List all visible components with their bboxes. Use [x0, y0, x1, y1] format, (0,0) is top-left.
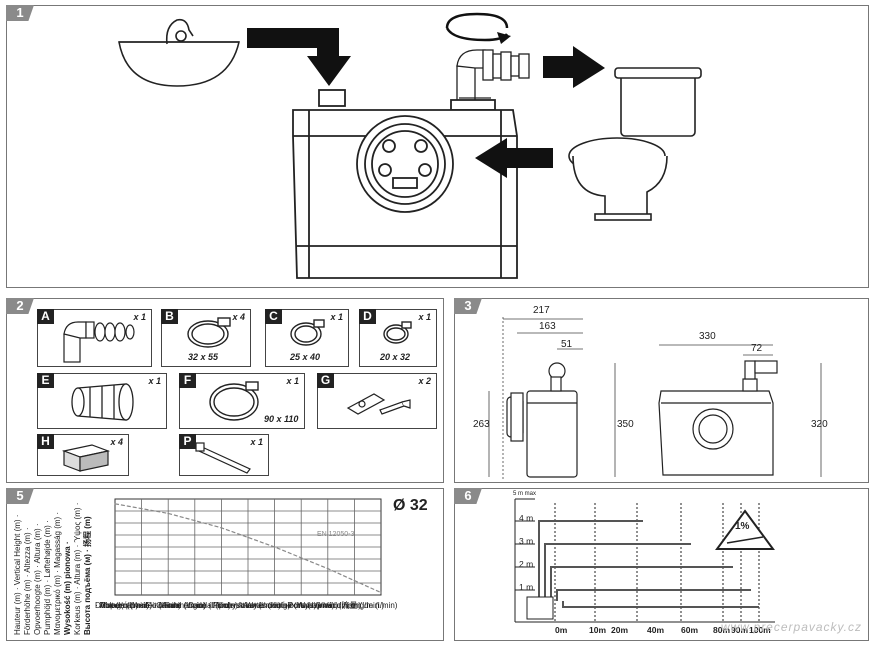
panel-number: 6	[454, 488, 482, 504]
part-b: B x 4 32 x 55	[161, 309, 251, 367]
panel-performance-chart: 5 Hauteur (m) · Vertical Height (m) · Fö…	[6, 488, 444, 641]
part-g: G x 2	[317, 373, 437, 429]
panel-dimensions: 3 21	[454, 298, 869, 483]
dim-330: 330	[699, 331, 716, 342]
outlet-pipe	[456, 49, 530, 105]
hose-clamp-icon	[383, 321, 412, 344]
inflow-arrow	[247, 28, 351, 86]
part-c: C x 1 25 x 40	[265, 309, 349, 367]
chart-point	[353, 579, 356, 582]
chart-point	[247, 536, 249, 539]
dim-163: 163	[539, 321, 556, 332]
part-f: F x 1 90 x 110	[179, 373, 305, 429]
chart-point	[380, 591, 382, 594]
chart-point	[167, 512, 169, 515]
dim-263: 263	[473, 419, 490, 430]
chart-point	[220, 527, 223, 529]
dimension-drawing	[488, 317, 822, 479]
foam-pad-icon	[61, 444, 111, 472]
cable-tie-icon	[195, 442, 251, 474]
chart-point	[300, 557, 303, 559]
hose-clamp-icon	[187, 317, 231, 348]
slope-label: 1%	[735, 521, 750, 532]
chart-series-label: EN 12050-3	[317, 531, 355, 538]
dim-350: 350	[617, 419, 634, 430]
panel-installation: 1	[6, 5, 869, 288]
panel-number: 5	[6, 488, 34, 504]
height-4m: 4 m	[519, 513, 534, 523]
panel-number: 1	[6, 5, 34, 21]
sink-icon	[118, 18, 241, 87]
chart-point	[273, 546, 276, 548]
chart-diameter: Ø 32	[393, 497, 428, 514]
rubber-sleeve-icon	[71, 383, 134, 421]
elbow-connector-icon	[63, 321, 135, 363]
fixing-bracket-icon	[346, 393, 411, 415]
side-inlet-arrow	[475, 138, 553, 178]
part-h: H x 4	[37, 434, 129, 476]
chart-point	[114, 503, 116, 505]
toilet-icon	[568, 67, 702, 221]
discharge-diagram	[514, 498, 775, 623]
pump-unit	[292, 89, 518, 279]
flow-chart	[114, 498, 382, 596]
pump-unit-icon	[526, 596, 554, 620]
panel-number: 2	[6, 298, 34, 314]
height-1m: 1 m	[519, 582, 534, 592]
panel-discharge-limits: 6 5 m max	[454, 488, 869, 641]
watermark: www.precerpavacky.cz	[720, 620, 862, 634]
dim-51: 51	[561, 339, 573, 350]
panel-parts: 2 A x 1 B x 4 32 x 55 C x 1	[6, 298, 444, 483]
rotation-arrow	[445, 12, 509, 29]
part-e: E x 1	[37, 373, 167, 429]
slope-sign-icon	[715, 509, 775, 550]
part-a: A x 1	[37, 309, 152, 367]
chart-point	[327, 567, 329, 570]
dim-217: 217	[533, 305, 550, 316]
part-p: P x 1	[179, 434, 269, 476]
chart-point	[194, 519, 196, 522]
dim-72: 72	[751, 343, 763, 354]
height-5m: 5 m max	[513, 491, 537, 497]
panel-number: 3	[454, 298, 482, 314]
dim-320: 320	[811, 419, 828, 430]
hose-clamp-icon	[209, 381, 259, 421]
distance-axis: 0m 10m 20m 40m 60m 80m 90m 100m	[555, 625, 771, 635]
installation-illustration	[118, 12, 702, 279]
height-3m: 3 m	[519, 536, 534, 546]
chart-series-line	[114, 503, 382, 594]
part-d: D x 1 20 x 32	[359, 309, 437, 367]
hose-clamp-icon	[290, 319, 325, 346]
chart-point	[140, 507, 143, 510]
height-2m: 2 m	[519, 559, 534, 569]
outflow-arrow	[543, 46, 605, 88]
